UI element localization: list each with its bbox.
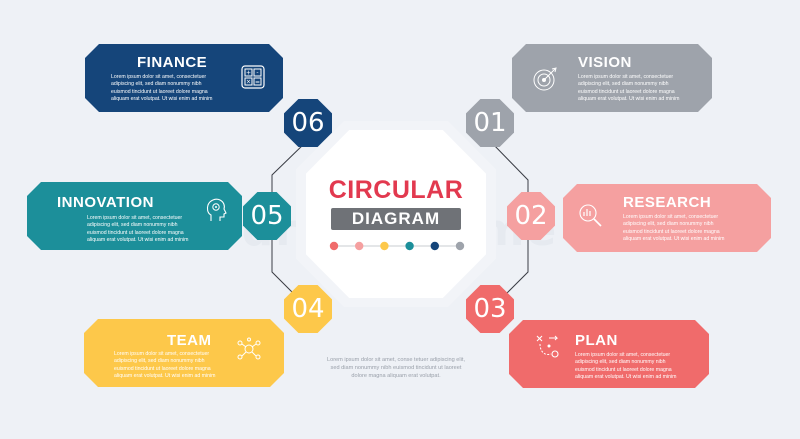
card-research-body: Lorem ipsum dolor sit amet, consectetuer… [623,214,725,243]
card-research: RESEARCH Lorem ipsum dolor sit amet, con… [563,184,771,252]
color-dot [329,241,339,251]
strategy-icon [535,334,561,360]
diagram-title: CIRCULAR [328,176,464,204]
target-icon [532,66,558,92]
svg-text:=: = [255,79,260,86]
color-dot [430,241,439,251]
color-dot [455,241,465,251]
magnifier-chart-icon [577,202,603,228]
card-vision-title: VISION [578,54,632,71]
card-team-body: Lorem ipsum dolor sit amet, consectetuer… [114,351,216,380]
calculator-icon: +-× = [240,64,266,90]
card-innovation: INNOVATION Lorem ipsum dolor sit amet, c… [27,182,242,250]
card-team-title: TEAM [167,332,212,349]
card-team: TEAM Lorem ipsum dolor sit amet, consect… [84,319,284,387]
head-gear-icon [204,197,230,223]
card-plan: PLAN Lorem ipsum dolor sit amet, consect… [509,320,709,388]
card-plan-body: Lorem ipsum dolor sit amet, consectetuer… [575,352,677,381]
card-research-title: RESEARCH [623,194,712,211]
step-number-03: 03 [466,285,514,333]
svg-text:-: - [256,70,258,77]
card-innovation-body: Lorem ipsum dolor sit amet, consectetuer… [87,215,189,244]
card-finance-body: Lorem ipsum dolor sit amet, consectetuer… [111,74,213,103]
card-innovation-title: INNOVATION [57,194,154,211]
color-dot [355,241,364,251]
card-finance-title: FINANCE [137,54,208,71]
step-number-04: 04 [284,285,332,333]
svg-text:+: + [246,70,251,77]
card-finance: FINANCE Lorem ipsum dolor sit amet, cons… [85,44,283,112]
step-number-05: 05 [243,192,291,240]
step-number-01: 01 [466,99,514,147]
card-plan-title: PLAN [575,332,618,349]
color-dots [329,241,465,251]
color-dot [380,241,389,251]
footer-text: Lorem ipsum dolor sit amet, conse tetuer… [326,357,466,379]
color-dot [405,241,414,251]
diagram-subtitle: DIAGRAM [331,208,461,230]
card-vision: VISION Lorem ipsum dolor sit amet, conse… [512,44,712,112]
step-number-06: 06 [284,99,332,147]
svg-text:×: × [246,79,251,86]
card-vision-body: Lorem ipsum dolor sit amet, consectetuer… [578,74,680,103]
step-number-02: 02 [507,192,555,240]
team-network-icon [236,337,262,363]
